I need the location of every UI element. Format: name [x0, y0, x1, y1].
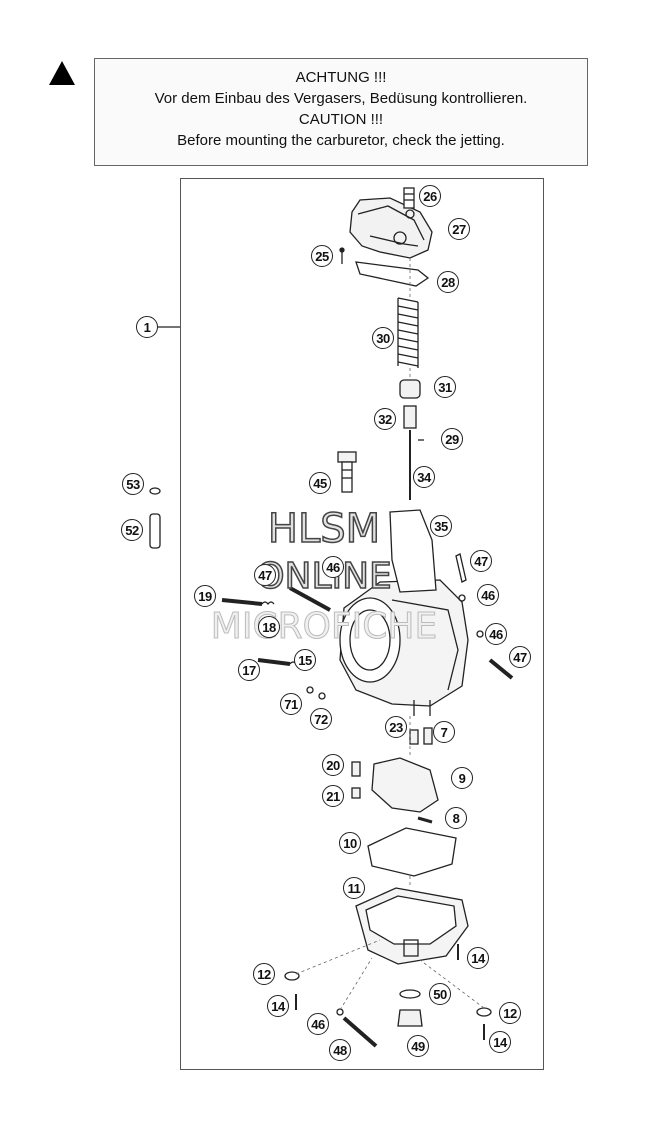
- callout: 15: [294, 649, 316, 671]
- alignment-lines: [295, 258, 485, 1011]
- callout: 35: [430, 515, 452, 537]
- callout: 11: [343, 877, 365, 899]
- idle-adjust-screw: [337, 451, 357, 493]
- watermark-line-1: HLSM: [267, 505, 381, 553]
- callout: 14: [489, 1031, 511, 1053]
- callout: 72: [310, 708, 332, 730]
- idle-screw-17: [257, 658, 291, 666]
- callout: 52: [121, 519, 143, 541]
- callout: 25: [311, 245, 333, 267]
- callout: 47: [470, 550, 492, 572]
- caution-line-en-text: Before mounting the carburetor, check th…: [177, 132, 505, 149]
- watermark-line-3: MICROFICHE: [210, 606, 438, 648]
- jet-7: [423, 727, 433, 745]
- caution-line-en-title: CAUTION !!!: [298, 111, 384, 128]
- callout: 19: [194, 585, 216, 607]
- jet-21: [351, 787, 361, 799]
- callout: 28: [437, 271, 459, 293]
- callout: 12: [253, 963, 275, 985]
- assembly-frame: [180, 178, 544, 1070]
- vent-hose-47-right: [455, 553, 467, 583]
- o-ring-50: [399, 989, 421, 999]
- float-9: [371, 757, 439, 813]
- callout: 31: [434, 376, 456, 398]
- throttle-spring: [397, 297, 419, 368]
- clamp-12a: [284, 971, 300, 981]
- callout: 8: [445, 807, 467, 829]
- clip-46c: [336, 1008, 344, 1016]
- screw-25: [339, 247, 345, 264]
- callout: 34: [413, 466, 435, 488]
- vent-hose-47-lower: [488, 658, 514, 680]
- callout: 10: [339, 832, 361, 854]
- callout: 14: [467, 947, 489, 969]
- top-gasket: [355, 261, 430, 287]
- callout: 26: [419, 185, 441, 207]
- caution-box: ACHTUNG !!! Vor dem Einbau des Vergasers…: [94, 58, 588, 166]
- callout: 12: [499, 1002, 521, 1024]
- callout: 46: [477, 584, 499, 606]
- callout: 53: [122, 473, 144, 495]
- jet-20: [351, 761, 361, 777]
- callout: 27: [448, 218, 470, 240]
- caution-line-de-text: Vor dem Einbau des Vergasers, Bedüsung k…: [154, 90, 528, 107]
- clamp-12b: [476, 1007, 492, 1017]
- float-pin-8: [417, 816, 433, 824]
- clip-46b: [476, 630, 484, 638]
- jet-23: [409, 729, 419, 745]
- callout: 49: [407, 1035, 429, 1057]
- vent-hose-47-left: [289, 586, 331, 612]
- callout: 20: [322, 754, 344, 776]
- drain-hose-48: [342, 1016, 378, 1048]
- callout: 21: [322, 785, 344, 807]
- o-ring-72: [318, 692, 326, 700]
- carburetor-top-cover: [349, 187, 433, 259]
- needle-clip: [403, 405, 417, 429]
- callout: 1: [136, 316, 158, 338]
- callout: 45: [309, 472, 331, 494]
- needle-holder: [399, 379, 421, 399]
- clip-46: [458, 594, 466, 602]
- callout: 29: [441, 428, 463, 450]
- callout: 9: [451, 767, 473, 789]
- callout: 46: [307, 1013, 329, 1035]
- callout: 48: [329, 1039, 351, 1061]
- washer-71: [306, 686, 314, 694]
- spring-18: [261, 601, 275, 606]
- callout: 30: [372, 327, 394, 349]
- float-bowl-gasket: [367, 827, 457, 877]
- callout: 47: [254, 564, 276, 586]
- callout: 46: [485, 623, 507, 645]
- callout: 71: [280, 693, 302, 715]
- callout: 14: [267, 995, 289, 1017]
- carburetor-body: [339, 509, 469, 716]
- callout: 46: [322, 556, 344, 578]
- warning-triangle-icon: [49, 61, 75, 85]
- callout: 17: [238, 659, 260, 681]
- float-bowl: [355, 887, 469, 965]
- o-ring-53: [149, 487, 161, 495]
- air-screw-19: [221, 598, 263, 606]
- callout: 18: [258, 616, 280, 638]
- callout: 7: [433, 721, 455, 743]
- callout: 32: [374, 408, 396, 430]
- caution-line-de-title: ACHTUNG !!!: [295, 69, 387, 86]
- callout: 23: [385, 716, 407, 738]
- drain-plug-49: [397, 1009, 423, 1027]
- callout: 50: [429, 983, 451, 1005]
- callout: 47: [509, 646, 531, 668]
- tube-52: [149, 513, 161, 549]
